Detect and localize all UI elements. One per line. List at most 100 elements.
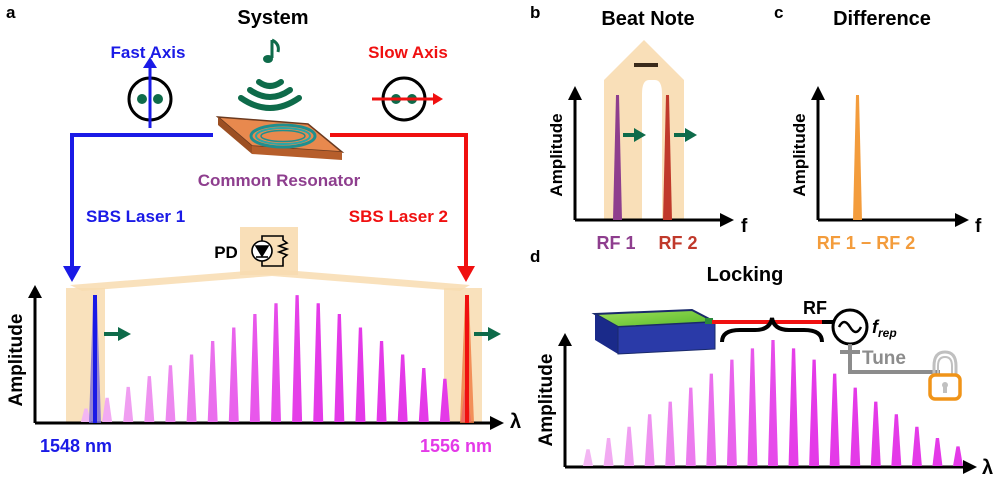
photodiode-icon [251, 235, 290, 267]
comb-line [102, 397, 113, 422]
comb-line [123, 386, 134, 422]
comb-line [911, 426, 922, 466]
panel-b-y-arrowhead [568, 86, 582, 100]
rf2-label: RF 2 [658, 233, 697, 253]
laser1-path [63, 133, 213, 282]
panel-c-ylabel: Amplitude [790, 113, 809, 196]
comb-line [953, 446, 963, 466]
panel-d-ylabel: Amplitude [536, 354, 557, 447]
comb-line [207, 341, 218, 422]
panel-a-x-arrowhead [490, 416, 504, 430]
laser1-line [89, 295, 101, 423]
comb-line [788, 348, 799, 466]
panel-c-title: Difference [833, 8, 931, 30]
panel-d-y-arrowhead [558, 333, 572, 346]
panel-c-x-arrowhead [955, 213, 969, 227]
panel-c-y-arrowhead [811, 86, 825, 100]
comb-line [624, 426, 635, 466]
fast-axis-label: Fast Axis [111, 43, 186, 62]
panel-a-ylabel: Amplitude [6, 314, 27, 407]
slow-axis-fiber-icon [372, 76, 443, 122]
panel-b-x-arrowhead [720, 213, 734, 227]
comb-line [932, 438, 943, 466]
laser2-path [330, 133, 475, 282]
comb-line [829, 373, 840, 466]
comb-line [850, 387, 861, 466]
panel-a: a System Fast Axis Slow Axis [6, 3, 521, 456]
comb-line [186, 354, 197, 422]
panel-a-xlabel: λ [510, 411, 521, 433]
comb-line [685, 387, 696, 466]
panel-a-shift-arrow-right [474, 327, 501, 341]
comb-line [870, 401, 881, 466]
instrument-box-icon [591, 308, 719, 355]
laser2-line [460, 295, 474, 423]
pd-label: PD [214, 243, 238, 262]
panel-c-letter: c [774, 3, 783, 22]
comb-line [439, 378, 450, 422]
comb-line [355, 327, 366, 422]
comb-line [665, 401, 676, 466]
comb-line [81, 408, 91, 422]
acoustic-wave-icon [238, 79, 302, 111]
panel-d-xlabel: λ [982, 457, 993, 479]
wavelength-right-label: 1556 nm [420, 436, 492, 456]
comb-line [249, 314, 260, 422]
lock-icon [928, 350, 962, 401]
difference-peak [853, 95, 862, 220]
comb-line [271, 303, 281, 422]
minus-sign [634, 63, 658, 67]
panel-d-x-arrowhead [963, 460, 977, 474]
panel-a-title: System [237, 7, 308, 29]
panel-b-shift-arrow-1 [623, 128, 646, 142]
panel-b-xlabel: f [741, 216, 748, 237]
oscillator-icon [831, 308, 869, 346]
frep-label: frep [872, 317, 897, 340]
fast-axis-fiber-icon [127, 57, 173, 128]
pd-envelope [70, 269, 470, 291]
beat-envelope [604, 40, 684, 220]
curly-brace [720, 317, 824, 343]
sbs-laser1-label: SBS Laser 1 [86, 207, 185, 226]
panel-b-shift-arrow-2 [674, 128, 697, 142]
comb-line [747, 348, 758, 466]
comb-line [397, 354, 408, 422]
comb-line [644, 414, 655, 466]
panel-d-letter: d [530, 247, 540, 266]
comb-line [809, 359, 820, 466]
comb-line [891, 414, 902, 466]
comb-line [165, 365, 176, 422]
rf2-peak [663, 95, 672, 220]
panel-b: b Beat Note Amplitude f RF 1 RF 2 [530, 3, 748, 253]
music-note-icon [263, 38, 280, 63]
panel-b-letter: b [530, 3, 540, 22]
tune-label: Tune [862, 348, 906, 369]
panel-a-y-arrowhead [28, 285, 42, 298]
comb-line [144, 376, 155, 422]
panel-d-comb [583, 340, 963, 466]
panel-b-ylabel: Amplitude [547, 113, 566, 196]
sbs-laser2-label: SBS Laser 2 [349, 207, 448, 226]
comb-line [603, 438, 614, 466]
resonator-chip-icon [215, 116, 345, 160]
rf1-peak [613, 95, 622, 220]
panel-b-title: Beat Note [601, 8, 694, 30]
panel-a-comb [81, 295, 471, 422]
comb-line [334, 314, 345, 422]
panel-d-title: Locking [707, 264, 784, 286]
rf-label: RF [803, 298, 827, 318]
common-resonator-label: Common Resonator [198, 171, 361, 190]
comb-line [292, 295, 303, 422]
panel-a-letter: a [6, 3, 16, 22]
comb-line [228, 327, 239, 422]
wavelength-left-label: 1548 nm [40, 436, 112, 456]
panel-a-shift-arrow-left [104, 327, 131, 341]
rf1-label: RF 1 [596, 233, 635, 253]
comb-line [768, 340, 778, 466]
comb-line [706, 373, 717, 466]
comb-line [726, 359, 737, 466]
panel-c: c Difference Amplitude f RF 1 − RF 2 [774, 3, 982, 253]
comb-line [583, 449, 593, 466]
difference-label: RF 1 − RF 2 [817, 233, 916, 253]
comb-line [313, 303, 324, 422]
